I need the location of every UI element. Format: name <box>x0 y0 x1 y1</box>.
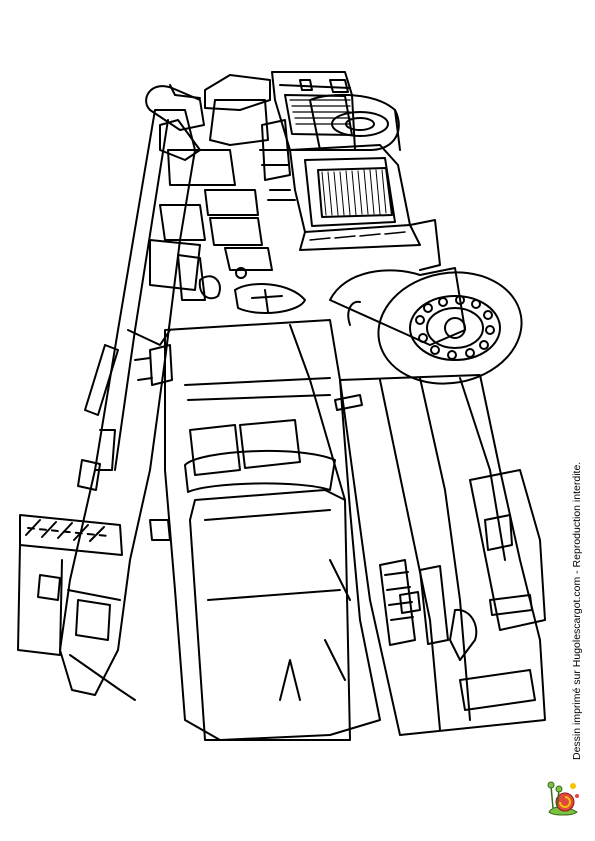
truck-cab <box>149 319 546 741</box>
side-mirror <box>134 344 173 386</box>
credit-text: Dessin imprimé sur Hugolescargot.com - R… <box>571 461 583 760</box>
snail-mascot-icon <box>547 781 579 816</box>
front-wheel <box>329 267 523 385</box>
equipment-modules <box>149 74 306 315</box>
top-machinery-panel <box>271 71 401 151</box>
rear-wheel <box>145 84 205 161</box>
rear-bumper <box>17 514 136 701</box>
radiator-box <box>267 144 441 271</box>
chassis-frame <box>59 109 196 696</box>
